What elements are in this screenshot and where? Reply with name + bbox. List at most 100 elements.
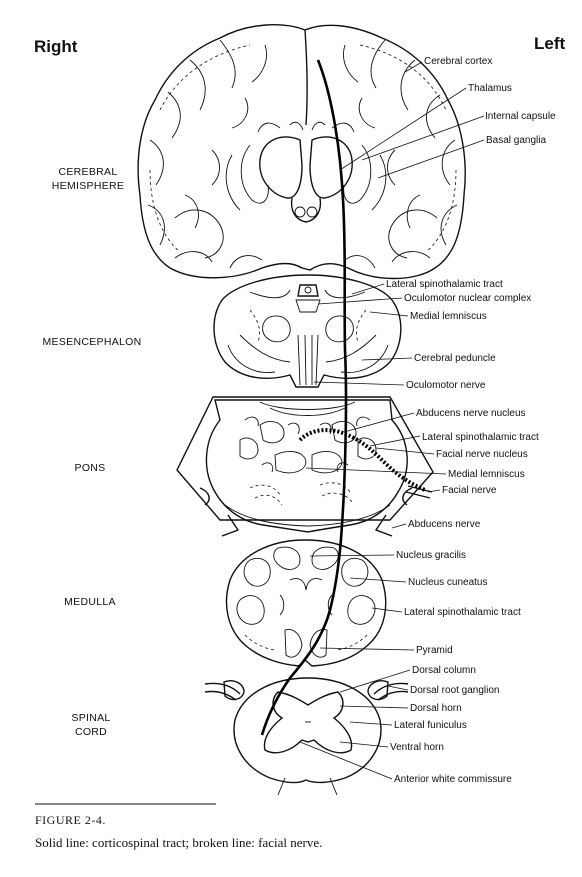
region-mesencephalon: MESENCEPHALON: [42, 336, 141, 348]
label-internal-capsule: Internal capsule: [485, 111, 556, 122]
dorsal-root-ganglion-right: [223, 680, 245, 701]
abducens-nerve-root-left: [374, 514, 393, 537]
caption-text: Solid line: corticospinal tract; broken …: [35, 835, 322, 850]
oculomotor-nucleus: [295, 299, 321, 313]
left-side-label: Left: [534, 34, 566, 53]
mammillary-body-left: [306, 206, 318, 218]
red-nucleus-right: [262, 315, 291, 343]
cerebral-peduncle-right: [227, 344, 276, 373]
abducens-nucleus-shapes: [259, 421, 357, 444]
ventral-roots: [277, 777, 338, 796]
leader-lines: [299, 61, 485, 780]
cerebral-hemisphere-section: [137, 24, 466, 280]
oculomotor-nerve-fibres: [297, 334, 319, 386]
label-dorsal-root-ganglion: Dorsal root ganglion: [410, 685, 500, 696]
region-spinal-line1: SPINAL: [71, 712, 110, 724]
gyri-right: [147, 39, 267, 269]
thalamus-left: [309, 136, 353, 199]
grey-matter: [263, 691, 353, 754]
label-nucleus-cuneatus: Nucleus cuneatus: [408, 577, 488, 588]
label-thalamus: Thalamus: [468, 83, 512, 94]
tectum: [249, 289, 366, 299]
pons-plane: [176, 396, 434, 521]
aqueduct-lumen: [304, 286, 312, 294]
mesencephalon-section: [213, 274, 402, 388]
fourth-ventricle: [259, 401, 356, 416]
basal-ganglia-left: [343, 144, 387, 211]
olive-right: [236, 595, 265, 625]
thalamus-right: [259, 136, 303, 199]
label-pyramid: Pyramid: [416, 645, 453, 656]
nucleus-cuneatus-right: [243, 557, 271, 587]
cerebral-peduncle-left: [340, 344, 389, 373]
right-side-label: Right: [34, 37, 78, 56]
pyramid-left: [309, 629, 328, 658]
label-cerebral-peduncle: Cerebral peduncle: [414, 353, 496, 364]
ventricles: [257, 121, 355, 133]
gyri-left: [343, 39, 458, 269]
substantia-nigra: [239, 334, 377, 363]
label-cerebral-cortex: Cerebral cortex: [424, 56, 492, 67]
label-lateral-spinothalamic-tract-pons: Lateral spinothalamic tract: [422, 432, 539, 443]
mammillary-body-right: [294, 206, 306, 218]
pons-nuclei-misc: [244, 416, 371, 473]
basal-ganglia-right: [225, 144, 269, 211]
pyramid-right: [284, 629, 303, 658]
label-ventral-horn: Ventral horn: [390, 742, 444, 753]
region-pons: PONS: [75, 462, 106, 474]
label-lateral-spinothalamic-tract-med: Lateral spinothalamic tract: [404, 607, 521, 618]
label-dorsal-column: Dorsal column: [412, 665, 476, 676]
midbrain-outline: [213, 274, 402, 388]
medulla-section: [225, 539, 387, 667]
label-oculomotor-nerve: Oculomotor nerve: [406, 380, 486, 391]
pons-section: [176, 396, 434, 537]
cortex-dotted-layer: [149, 44, 457, 253]
nucleus-gracilis-right: [273, 546, 301, 570]
label-anterior-white-commissure: Anterior white commissure: [394, 774, 512, 785]
pons-outline: [205, 399, 408, 533]
caption-figure-number: FIGURE 2-4.: [35, 813, 106, 827]
label-lateral-spinothalamic-tract-mes: Lateral spinothalamic tract: [386, 279, 503, 290]
nucleus-cuneatus-left: [341, 557, 369, 587]
region-cerebral-line1: CEREBRAL: [58, 166, 117, 178]
region-spinal-line2: CORD: [75, 726, 107, 738]
facial-nucleus-shapes: [239, 437, 377, 460]
label-facial-nerve: Facial nerve: [442, 485, 497, 496]
region-medulla: MEDULLA: [64, 596, 116, 608]
pontine-nuclei-stipple: [249, 482, 353, 506]
abducens-nerve-root-right: [221, 514, 240, 537]
medulla-outline: [225, 539, 387, 667]
pons-base-curves: [224, 504, 391, 527]
temporal-lobe-left: [388, 209, 438, 259]
medulla-inner: [279, 578, 333, 616]
label-nucleus-gracilis: Nucleus gracilis: [396, 550, 466, 561]
red-nucleus-left: [325, 315, 354, 343]
medial-lemniscus-shapes: [274, 451, 343, 474]
brain-outline: [137, 24, 466, 280]
label-facial-nerve-nucleus: Facial nerve nucleus: [436, 449, 528, 460]
dorsal-root-ganglion-left: [367, 680, 389, 701]
spinal-cord-outline: [233, 677, 382, 784]
trigeminal-stub-right: [199, 487, 210, 506]
region-cerebral-line2: HEMISPHERE: [52, 180, 124, 192]
spinal-cord-section: [204, 677, 409, 796]
label-abducens-nerve-nucleus: Abducens nerve nucleus: [416, 408, 526, 419]
temporal-lobe-right: [174, 209, 224, 259]
olive-left: [347, 595, 376, 625]
label-abducens-nerve: Abducens nerve: [408, 519, 481, 530]
label-medial-lemniscus-pons: Medial lemniscus: [448, 469, 525, 480]
medulla-stipple: [244, 634, 368, 651]
label-oculomotor-nuclear-complex: Oculomotor nuclear complex: [404, 293, 531, 304]
label-dorsal-horn: Dorsal horn: [410, 703, 462, 714]
label-medial-lemniscus-mes: Medial lemniscus: [410, 311, 487, 322]
corticospinal-tract-line: [260, 59, 348, 736]
trigeminal-stub-left: [402, 487, 413, 506]
dorsal-root-left: [373, 682, 409, 701]
dorsal-root-right: [204, 682, 241, 701]
cerebral-aqueduct: [297, 284, 319, 297]
label-basal-ganglia: Basal ganglia: [486, 135, 546, 146]
medial-lemniscus-fibres: [249, 309, 367, 343]
interhemispheric-fissure: [304, 29, 308, 126]
